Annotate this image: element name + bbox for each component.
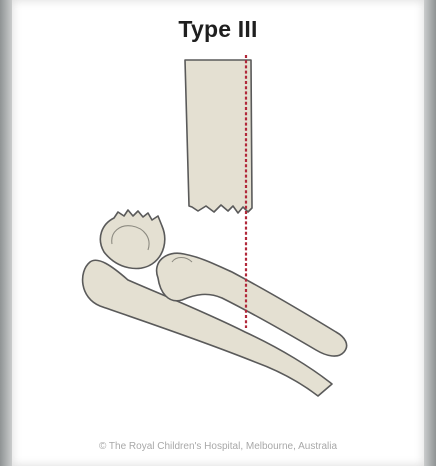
humerus-shaft [185,60,252,213]
copyright-credit: © The Royal Children's Hospital, Melbour… [0,441,436,452]
distal-humerus-fragment [100,210,164,268]
